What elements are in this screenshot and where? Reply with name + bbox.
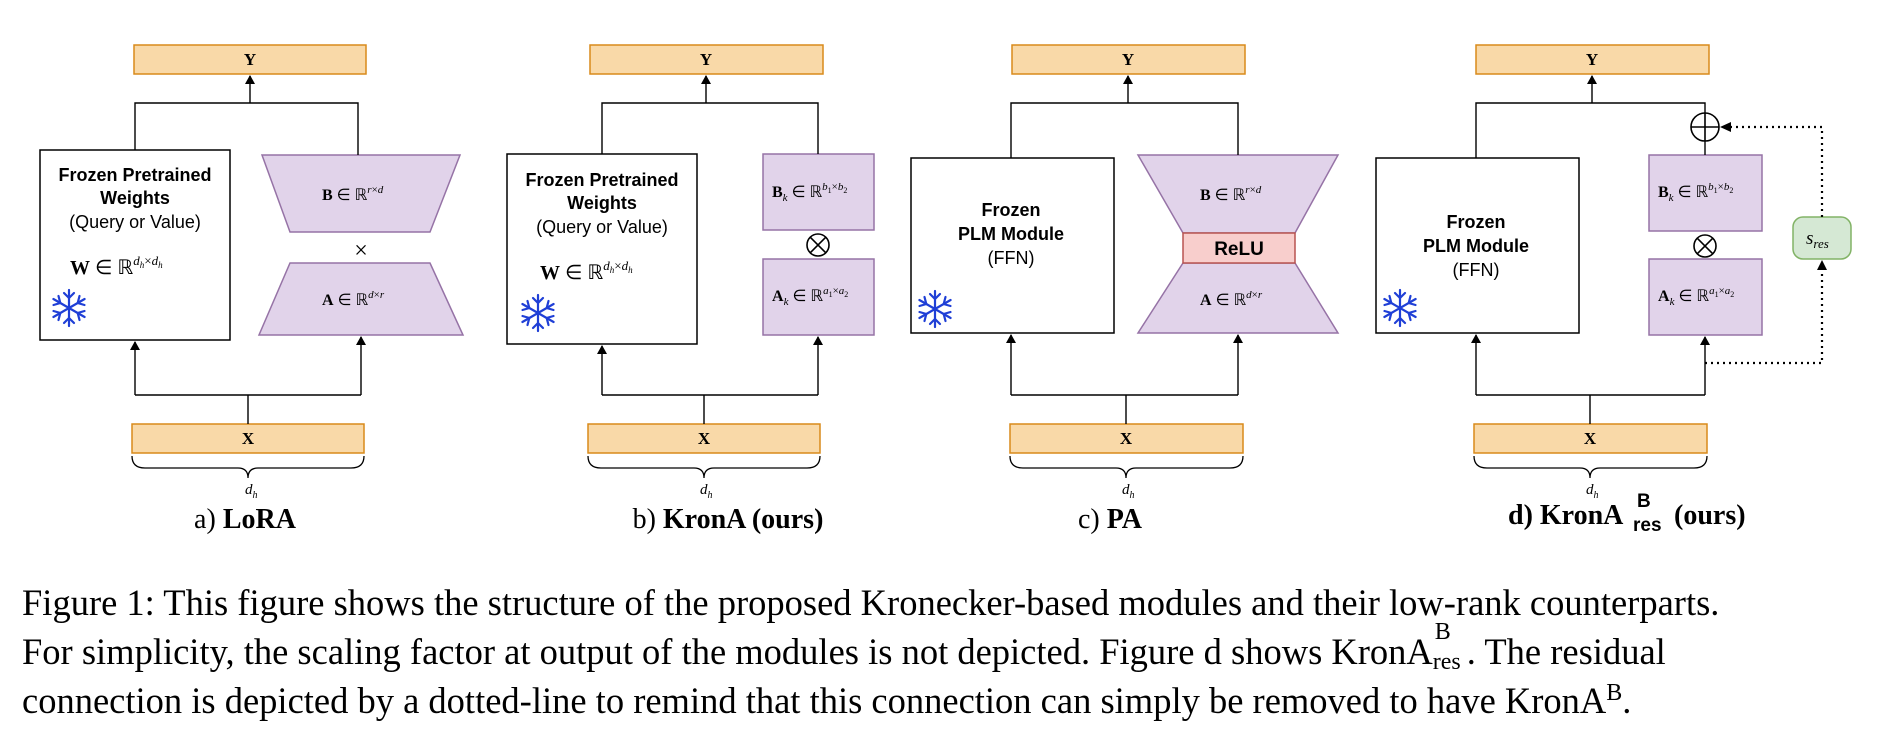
input-label: X — [698, 429, 711, 448]
output-label: Y — [1122, 50, 1134, 69]
caption-line-1: Figure 1: This figure shows the structur… — [22, 582, 1720, 623]
figure-caption: Figure 1: This figure shows the structur… — [22, 578, 1882, 725]
panel-label: c) PA — [1078, 504, 1143, 535]
input-wire — [602, 394, 818, 424]
panel-krona: Y X dh Frozen Pretrained Weights (Query … — [506, 44, 875, 535]
output-box — [133, 44, 367, 75]
input-label: X — [1584, 429, 1597, 448]
output-wire — [601, 102, 819, 154]
lora-a-trapezoid — [257, 262, 465, 336]
output-label: Y — [1586, 50, 1598, 69]
lora-b-trapezoid — [260, 154, 462, 233]
frozen-title-1: Frozen — [981, 200, 1040, 220]
caption-sup: B — [1434, 619, 1451, 645]
input-brace — [587, 455, 821, 479]
output-wire — [134, 102, 359, 155]
arrow-to-scale — [1817, 260, 1827, 270]
panel-label: a) LoRA — [194, 504, 297, 535]
frozen-title-2: PLM Module — [1423, 236, 1529, 256]
panel-label-sup: B — [1637, 491, 1651, 512]
output-box — [589, 44, 824, 75]
kron-a-box — [1648, 258, 1763, 336]
scale-label: sres — [1806, 228, 1829, 251]
output-wire — [1475, 102, 1706, 158]
caption-sub: res — [1432, 649, 1461, 675]
output-wire — [1010, 102, 1239, 158]
panel-krona-res: Y X dh Frozen PLM Module (FFN) Bk ∈ ℝb1×… — [1375, 44, 1852, 536]
figure-diagrams: Y X dh Frozen Pretrained Weights (Query … — [39, 44, 1852, 536]
arrow-to-sum — [1720, 122, 1731, 132]
frozen-subtitle: (Query or Value) — [69, 212, 201, 232]
panel-lora: Y X dh Frozen Pretrained Weights (Query … — [39, 44, 465, 535]
kron-b-box — [762, 153, 875, 231]
caption-sup-b: B — [1606, 679, 1623, 706]
frozen-subtitle: (FFN) — [1453, 260, 1500, 280]
frozen-title-1: Frozen — [1446, 212, 1505, 232]
output-label: Y — [700, 50, 712, 69]
caption-line-2-end: . The residual — [1466, 631, 1666, 672]
kron-operator-cross — [809, 236, 827, 254]
input-box — [587, 423, 821, 454]
pa-b-label: B ∈ ℝr×d — [1200, 184, 1262, 204]
frozen-matrix: W ∈ ℝdh×dh — [70, 253, 163, 279]
input-wire — [135, 394, 361, 424]
frozen-title-1: Frozen Pretrained — [58, 165, 211, 185]
pa-a-label: A ∈ ℝd×r — [1200, 289, 1263, 309]
frozen-subtitle: (FFN) — [988, 248, 1035, 268]
frozen-title-2: Weights — [100, 188, 170, 208]
output-box — [1011, 44, 1246, 75]
caption-line-2-text: For simplicity, the scaling factor at ou… — [22, 631, 1433, 672]
output-box — [1475, 44, 1710, 75]
lora-a-label: A ∈ ℝd×r — [322, 289, 385, 309]
brace-label: dh — [700, 482, 713, 501]
panel-label-suffix: (ours) — [1674, 500, 1746, 531]
frozen-title-2: Weights — [567, 193, 637, 213]
panel-label: d) KronA — [1508, 500, 1624, 531]
frozen-title-2: PLM Module — [958, 224, 1064, 244]
output-label: Y — [244, 50, 256, 69]
input-brace — [1009, 455, 1244, 479]
kron-a-label: Ak ∈ ℝa1×a2 — [772, 285, 848, 308]
frozen-module-box — [910, 157, 1115, 334]
kron-operator-cross — [1696, 237, 1714, 255]
input-brace — [131, 455, 365, 479]
kron-b-label: Bk ∈ ℝb1×b2 — [1658, 181, 1733, 204]
panel-label: b) KronA (ours) — [633, 504, 824, 535]
input-box — [1009, 423, 1244, 454]
panel-label-sub: res — [1633, 515, 1662, 536]
input-brace — [1473, 455, 1708, 479]
caption-line-3-text: connection is depicted by a dotted-line … — [22, 680, 1607, 721]
caption-line-3: connection is depicted by a dotted-line … — [22, 676, 1882, 725]
caption-line-2: For simplicity, the scaling factor at ou… — [22, 620, 1882, 676]
panel-pa: Y X dh Frozen PLM Module (FFN) B ∈ ℝr×d … — [910, 44, 1340, 535]
lora-operator: × — [354, 238, 368, 264]
frozen-subtitle: (Query or Value) — [536, 217, 668, 237]
brace-label: dh — [1122, 482, 1135, 501]
lora-b-label: B ∈ ℝr×d — [322, 184, 384, 204]
kron-b-label: Bk ∈ ℝb1×b2 — [772, 181, 847, 204]
brace-label: dh — [245, 482, 258, 501]
sum-node-plus — [1691, 113, 1719, 141]
input-label: X — [242, 429, 255, 448]
relu-box — [1182, 232, 1296, 264]
brace-label: dh — [1586, 482, 1599, 501]
frozen-title-1: Frozen Pretrained — [525, 170, 678, 190]
input-wire — [1476, 394, 1705, 424]
input-wire — [1011, 394, 1238, 424]
kron-a-box — [762, 258, 875, 336]
caption-line-3-end: . — [1622, 680, 1632, 721]
frozen-matrix: W ∈ ℝdh×dh — [540, 258, 633, 284]
relu-label: ReLU — [1214, 239, 1264, 260]
scale-dotted-line — [1724, 125, 1824, 217]
input-box — [131, 423, 365, 454]
kron-a-label: Ak ∈ ℝa1×a2 — [1658, 285, 1734, 308]
input-label: X — [1120, 429, 1133, 448]
